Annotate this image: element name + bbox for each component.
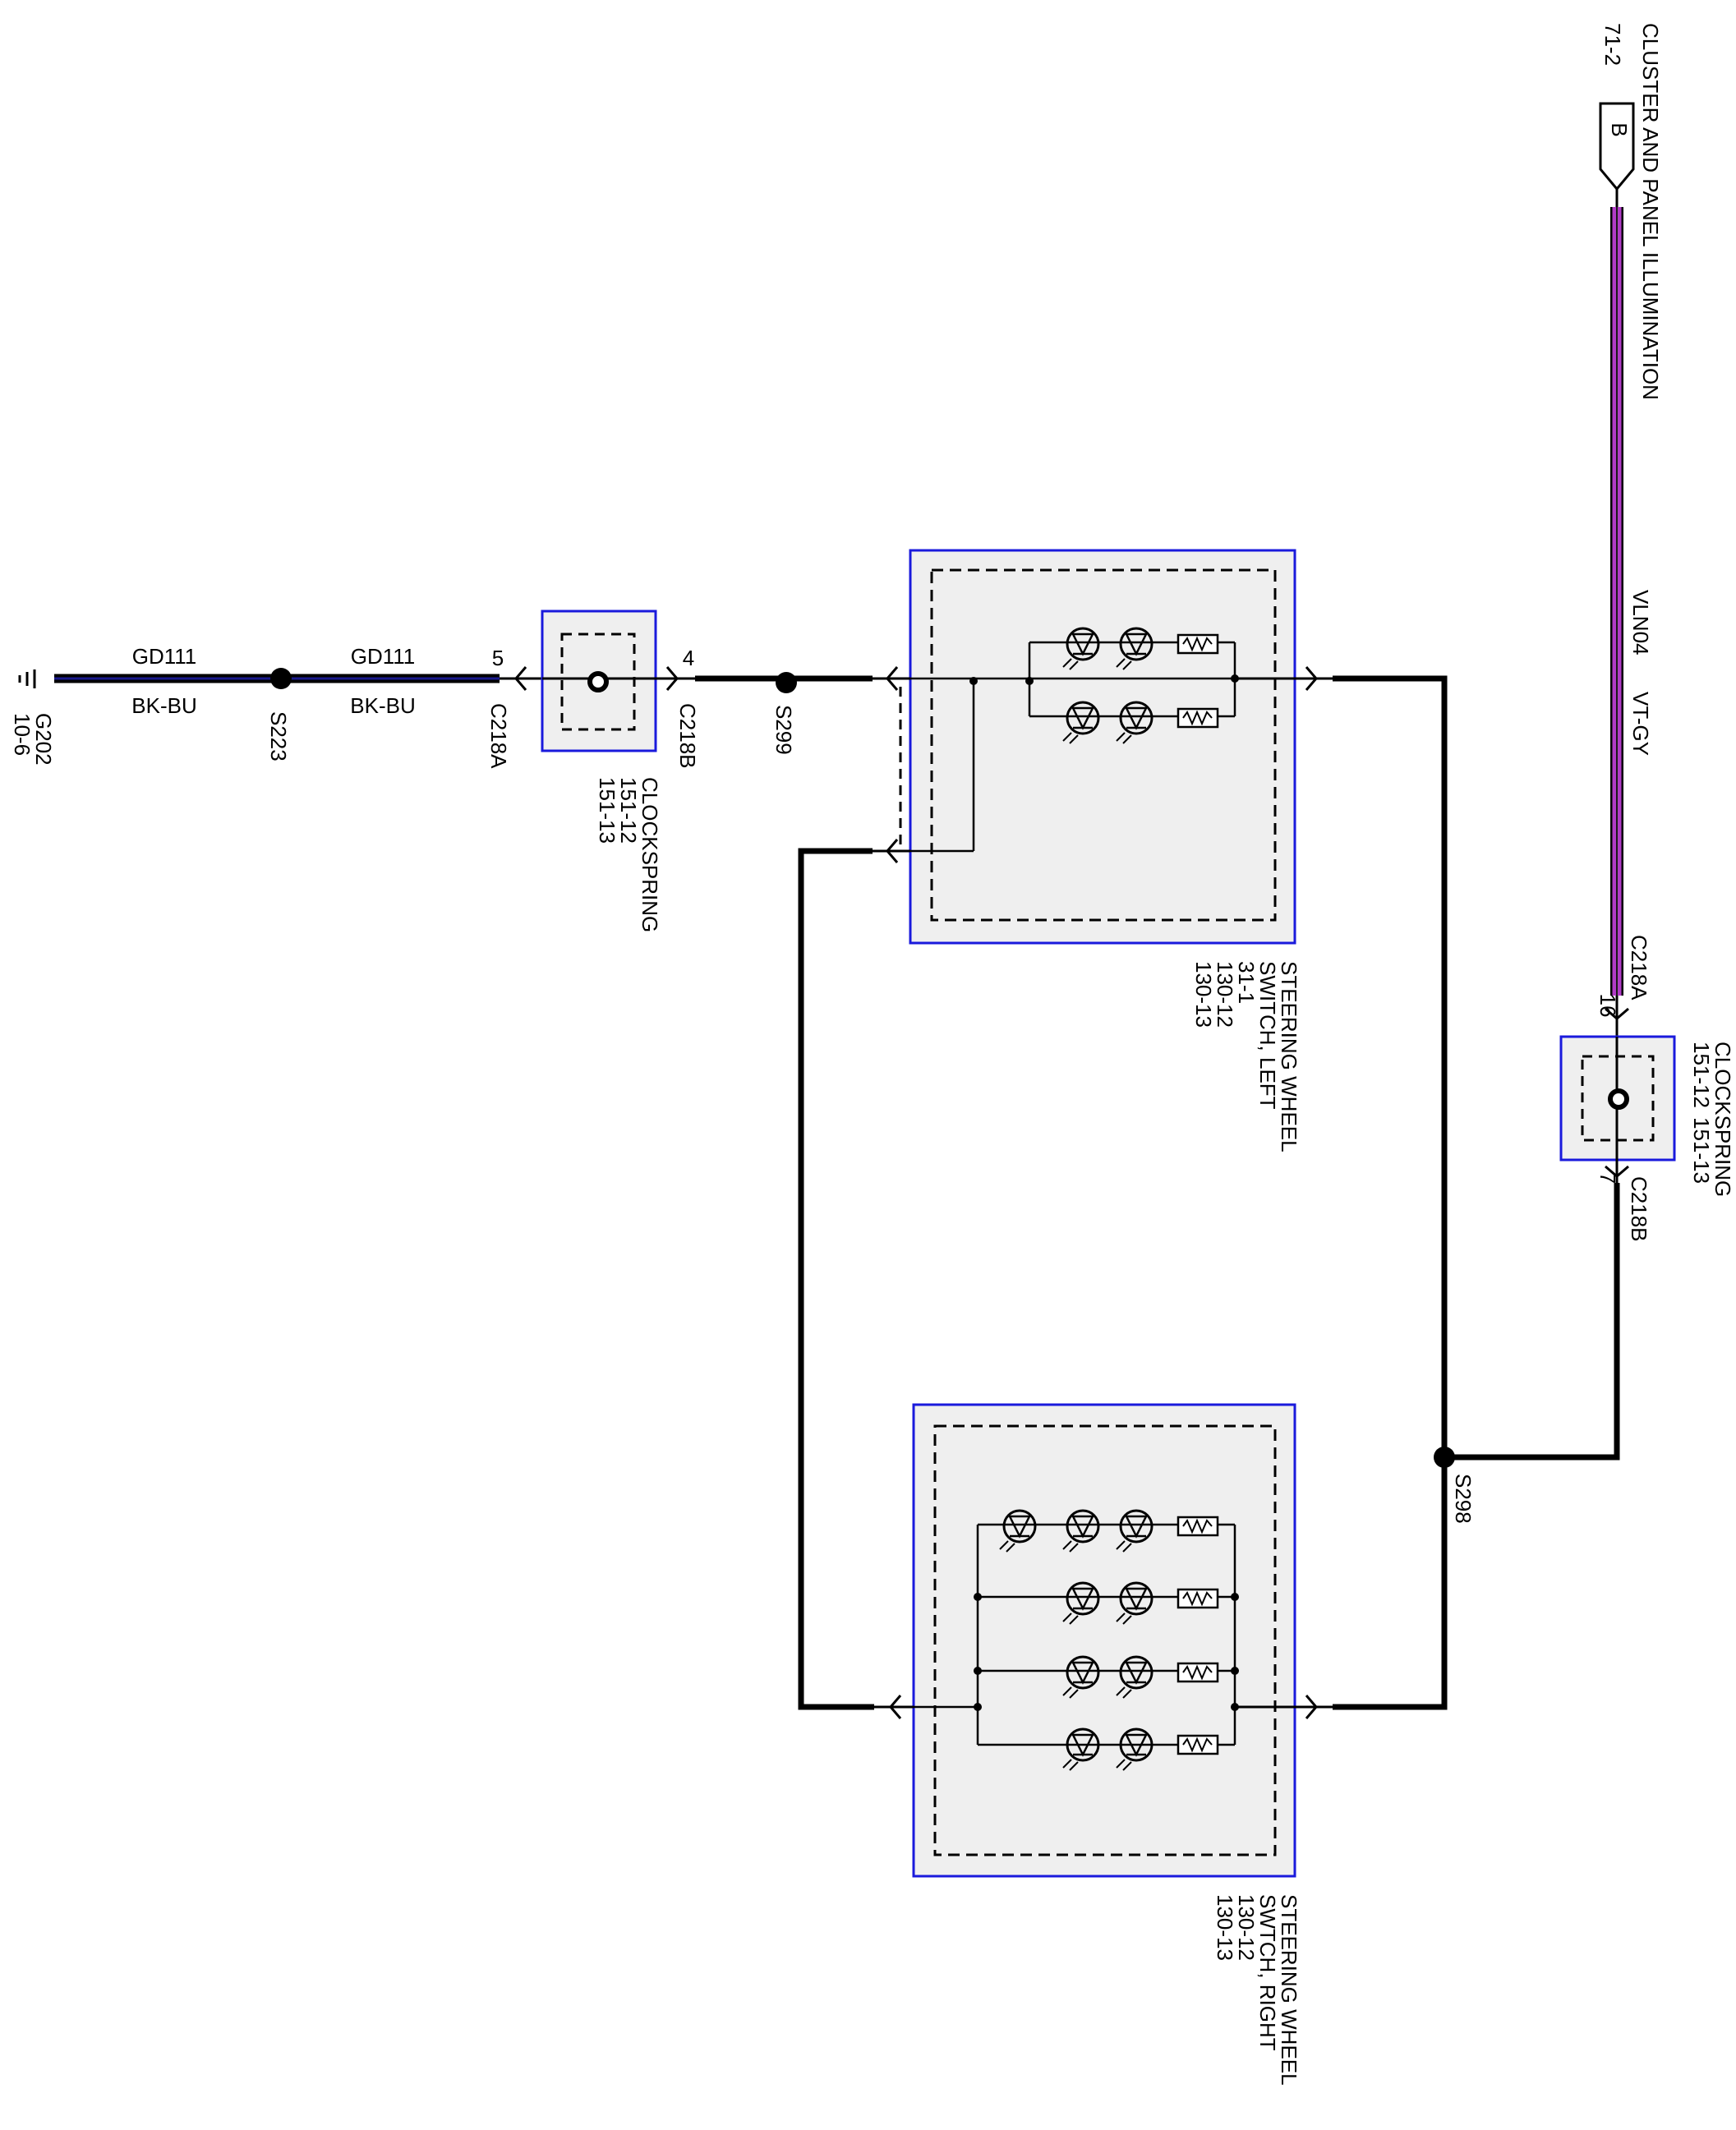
splice-s298-dot	[1434, 1447, 1455, 1468]
resistor-icon	[1177, 1588, 1219, 1609]
connector-tag-b	[1599, 102, 1635, 207]
clockspring-left-conn-a: C218A	[486, 703, 511, 769]
clockspring-right-title: CLOCKSPRING	[1711, 1042, 1735, 1197]
clockspring-right-conn-b: C218B	[1627, 1176, 1651, 1242]
wire-vln04-color: VT-GY	[1628, 692, 1653, 756]
switch-right-ref1: 130-12	[1234, 1894, 1259, 1961]
resistor-icon	[1177, 707, 1219, 729]
clockspring-left-conn-b: C218B	[675, 703, 700, 769]
splice-s298-label: S298	[1451, 1474, 1476, 1524]
wire-left-to-right-return	[798, 848, 874, 1710]
resistor-icon	[1177, 1516, 1219, 1537]
resistor-icon	[1177, 1734, 1219, 1755]
splice-s223-dot	[270, 668, 292, 689]
switch-left-ref2: 130-12	[1213, 961, 1237, 1028]
switch-right-box	[912, 1403, 1296, 1878]
switch-right-line1: STEERING WHEEL	[1277, 1894, 1301, 2086]
clockspring-left-title: CLOCKSPRING	[638, 777, 662, 932]
switch-left-line1: STEERING WHEEL	[1277, 961, 1301, 1152]
switch-left-line2: SWITCH, LEFT	[1255, 961, 1280, 1110]
clockspring-left-pin-a: 5	[492, 646, 504, 670]
clockspring-right-pin-b: 7	[1596, 1172, 1620, 1184]
clockspring-right-conn-a: C218A	[1627, 935, 1651, 1001]
source-tag-label: B	[1607, 122, 1632, 136]
clockspring-right-ref1: 151-12	[1689, 1042, 1714, 1108]
wire-gd111-a-color: BK-BU	[131, 693, 196, 718]
wire-s298-to-clockspring	[1444, 1183, 1620, 1461]
resistor-icon	[1177, 1662, 1219, 1683]
source-title: CLUSTER AND PANEL ILLUMINATION	[1638, 23, 1663, 400]
wire-vln04-circuit: VLN04	[1628, 590, 1653, 656]
clockspring-right-pin-a: 16	[1596, 994, 1620, 1018]
wire-switches-to-s298	[1333, 675, 1448, 1710]
resistor-icon	[1177, 633, 1219, 655]
wire-gd111-a-circuit: GD111	[132, 644, 197, 669]
ground-name: G202	[31, 713, 56, 766]
wire-gd111-b-circuit: GD111	[351, 644, 416, 669]
clockspring-left-box	[541, 610, 657, 752]
splice-s299-label: S299	[771, 705, 796, 755]
ground-ref: 10-6	[10, 713, 35, 756]
switch-left-box	[909, 549, 1296, 945]
source-ref: 71-2	[1600, 23, 1625, 66]
splice-s223-label: S223	[266, 711, 291, 761]
clockspring-right-ref2: 151-13	[1689, 1117, 1714, 1184]
switch-left-ref3: 130-13	[1191, 961, 1216, 1028]
clockspring-right-box	[1559, 1035, 1676, 1162]
wire-gd111-b-color: BK-BU	[350, 693, 415, 718]
switch-left-ref1: 31-1	[1234, 961, 1259, 1004]
switch-right-ref2: 130-13	[1213, 1894, 1237, 1961]
splice-s299-dot	[776, 672, 797, 693]
clockspring-left-pin-b: 4	[683, 646, 694, 670]
switch-right-line2: SWTCH, RIGHT	[1255, 1894, 1280, 2051]
ground-symbol	[18, 669, 36, 688]
clockspring-left-ref2: 151-13	[595, 777, 619, 844]
clockspring-left-ref1: 151-12	[616, 777, 641, 844]
